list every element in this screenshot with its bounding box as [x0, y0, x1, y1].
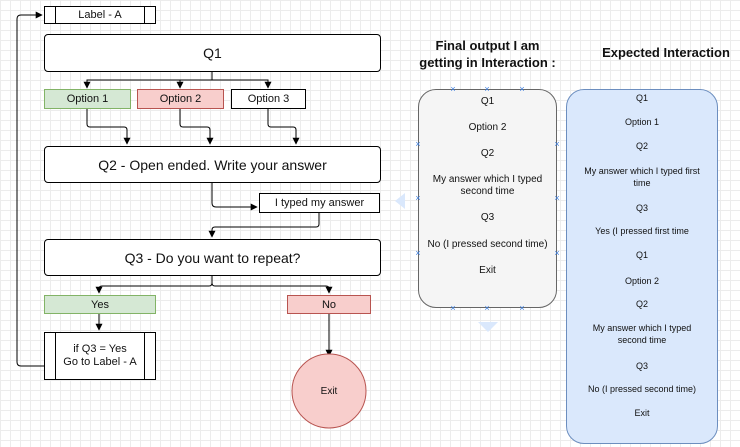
- selection-handle-icon[interactable]: ×: [554, 193, 560, 203]
- q1-node[interactable]: Q1: [44, 34, 381, 72]
- final-output-heading: Final output I am getting in Interaction…: [405, 37, 570, 71]
- expected-item: Q2: [635, 141, 648, 151]
- expected-heading: Expected Interaction: [588, 44, 740, 61]
- final-output-heading-line2: getting in Interaction :: [419, 55, 556, 70]
- option3-node[interactable]: Option 3: [231, 89, 306, 109]
- q1-text: Q1: [203, 45, 222, 61]
- selection-handle-icon[interactable]: ×: [554, 139, 560, 149]
- no-text: No: [321, 298, 337, 311]
- selection-handle-icon[interactable]: ×: [450, 84, 456, 94]
- selection-handle-icon[interactable]: ×: [415, 248, 421, 258]
- option2-text: Option 2: [159, 93, 202, 105]
- edge-option1-q2: [86, 109, 131, 145]
- selection-handle-icon[interactable]: ×: [415, 139, 421, 149]
- final-output-item: Q3: [480, 212, 495, 223]
- edge-q2-answer: [211, 183, 258, 211]
- expected-item: Yes (I pressed first time: [595, 226, 689, 236]
- expected-item: Option 2: [624, 276, 660, 286]
- q3-text: Q3 - Do you want to repeat?: [124, 249, 301, 266]
- option1-node[interactable]: Option 1: [44, 89, 131, 109]
- final-output-panel[interactable]: Q1 Option 2 Q2 My answer which I typed s…: [418, 89, 557, 308]
- typed-answer-node[interactable]: I typed my answer: [259, 193, 380, 213]
- selection-handle-icon[interactable]: ×: [554, 248, 560, 258]
- yes-text: Yes: [91, 298, 109, 311]
- selection-handle-icon[interactable]: ×: [415, 193, 421, 203]
- option3-text: Option 3: [247, 93, 290, 105]
- final-output-item: Exit: [479, 265, 496, 276]
- expected-item: Q1: [635, 93, 648, 103]
- expected-item: Q2: [635, 299, 648, 309]
- expected-item: Q3: [635, 203, 648, 213]
- option1-text: Option 1: [66, 93, 109, 105]
- label-a-text: Label - A: [78, 9, 122, 21]
- edge-loop-label-a: [16, 11, 44, 367]
- final-output-item: Q1: [480, 96, 495, 107]
- exit-node: [291, 353, 367, 429]
- final-output-item: No (I pressed second time): [427, 239, 548, 250]
- final-output-item: second time: [460, 186, 515, 197]
- exit-text: Exit: [320, 385, 338, 397]
- expected-panel[interactable]: Q1 Option 1 Q2 My answer which I typed f…: [566, 89, 718, 444]
- down-blue-arrow-icon: [478, 322, 498, 332]
- final-output-item: Option 2: [468, 122, 507, 133]
- selection-handle-icon[interactable]: ×: [519, 303, 525, 313]
- typed-answer-text: I typed my answer: [274, 197, 365, 209]
- selection-handle-icon[interactable]: ×: [484, 303, 490, 313]
- edge-q3-yes: [95, 276, 213, 294]
- edge-q1-option3: [211, 72, 272, 89]
- expected-item: Option 1: [624, 117, 660, 127]
- final-output-item: Q2: [480, 148, 495, 159]
- if-line1-text: if Q3 = Yes: [73, 343, 127, 355]
- yes-node[interactable]: Yes: [44, 295, 156, 314]
- option2-node[interactable]: Option 2: [137, 89, 224, 109]
- selection-handle-icon[interactable]: ×: [484, 84, 490, 94]
- final-output-heading-line1: Final output I am: [435, 38, 540, 53]
- final-output-item: My answer which I typed: [432, 174, 543, 185]
- if-q3-node[interactable]: if Q3 = Yes Go to Label - A: [44, 332, 156, 380]
- expected-item: Q3: [635, 361, 648, 371]
- edge-q1-option2: [176, 72, 213, 89]
- expected-item: My answer which I typed first: [584, 166, 700, 176]
- expected-item: second time: [617, 335, 667, 345]
- expected-item: No (I pressed second time): [587, 384, 697, 394]
- q3-node[interactable]: Q3 - Do you want to repeat?: [44, 239, 381, 276]
- selection-handle-icon[interactable]: ×: [450, 303, 456, 313]
- edge-q3-no: [211, 276, 333, 294]
- expected-heading-text: Expected Interaction: [602, 45, 730, 60]
- expected-item: Q1: [635, 250, 648, 260]
- label-a-node[interactable]: Label - A: [44, 6, 156, 24]
- q2-text: Q2 - Open ended. Write your answer: [98, 156, 327, 173]
- exit-label: Exit: [292, 382, 366, 400]
- edge-answer-q3: [208, 213, 320, 238]
- selection-handle-icon[interactable]: ×: [519, 84, 525, 94]
- no-node[interactable]: No: [287, 295, 371, 314]
- left-blue-arrow-icon: [395, 193, 405, 209]
- expected-item: time: [633, 178, 651, 188]
- if-line2-text: Go to Label - A: [63, 356, 137, 368]
- expected-item: Exit: [634, 408, 650, 418]
- edge-option3-q2: [267, 109, 300, 145]
- edge-option2-q2: [179, 109, 214, 145]
- q2-node[interactable]: Q2 - Open ended. Write your answer: [44, 146, 381, 183]
- expected-item: My answer which I typed: [592, 323, 692, 333]
